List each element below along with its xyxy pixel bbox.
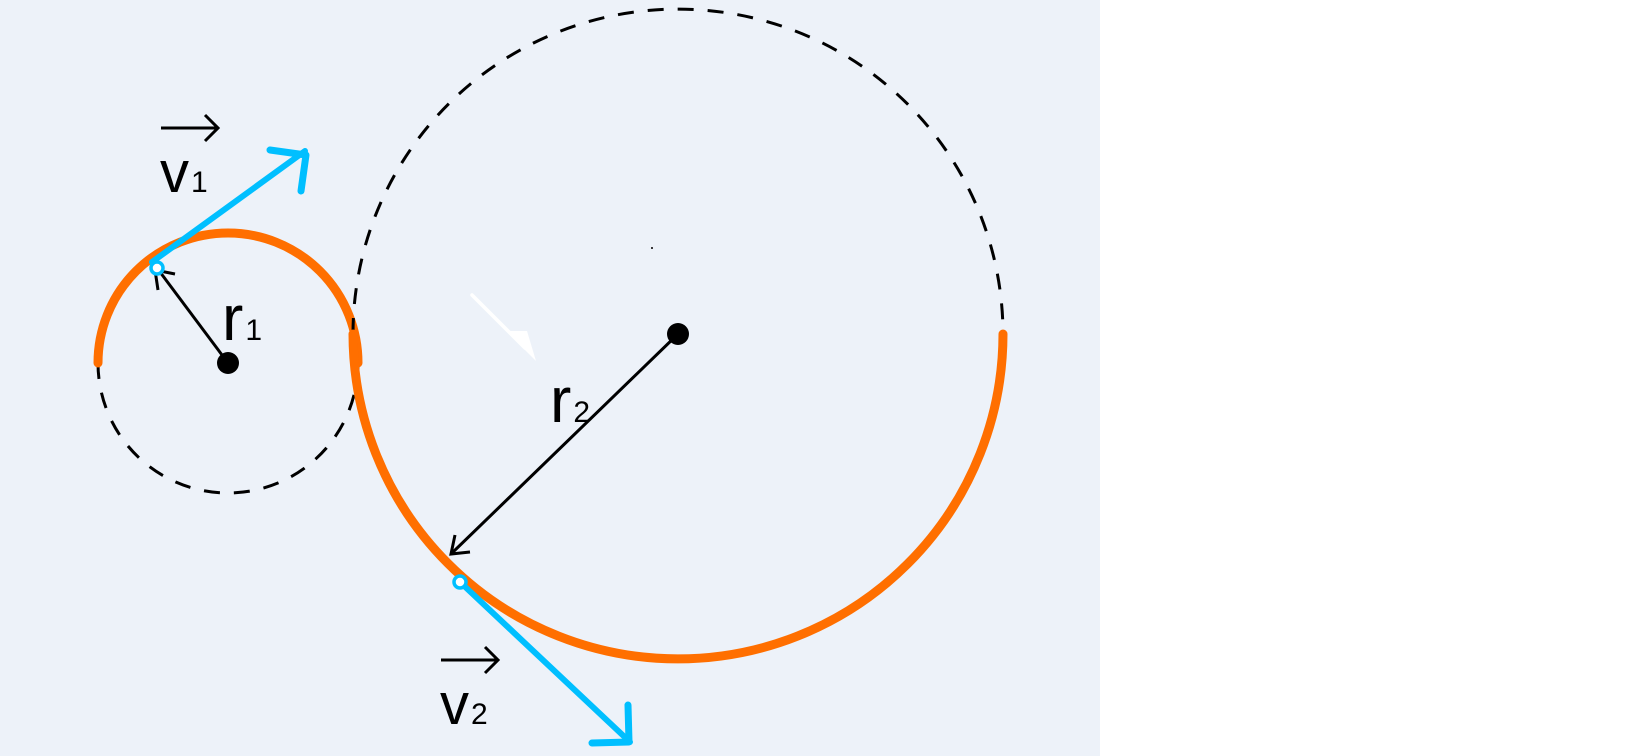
label-v2: v2 [440, 672, 488, 737]
radius-r2-arrow [450, 332, 680, 555]
center-small-circle [217, 352, 239, 374]
velocity-v1-arrow [149, 148, 308, 265]
label-r2: r2 [550, 364, 590, 436]
big-circle-orange-arc [348, 329, 1008, 664]
velocity-v2-arrowhead [588, 701, 633, 747]
velocity-v1-arrowhead [266, 146, 310, 195]
point-on-small-circle [149, 260, 165, 276]
small-circle-orange-arc [93, 228, 363, 368]
small-circle-dashed-half [96, 362, 360, 495]
tiny-dot [651, 247, 653, 249]
label-v1: v1 [160, 140, 208, 205]
radius-r2-arrowhead [449, 534, 471, 556]
label-r1: r1 [222, 282, 262, 354]
center-big-circle [667, 323, 689, 345]
vector-v1-overarrow-head [203, 113, 221, 143]
direction-arrowhead [506, 331, 536, 361]
radius-r1-arrow [155, 267, 230, 364]
velocity-v2-arrow [457, 579, 633, 745]
big-circle-dashed-half [351, 7, 1005, 335]
vector-v2-overarrow-head [483, 645, 501, 675]
point-on-big-circle [452, 574, 468, 590]
